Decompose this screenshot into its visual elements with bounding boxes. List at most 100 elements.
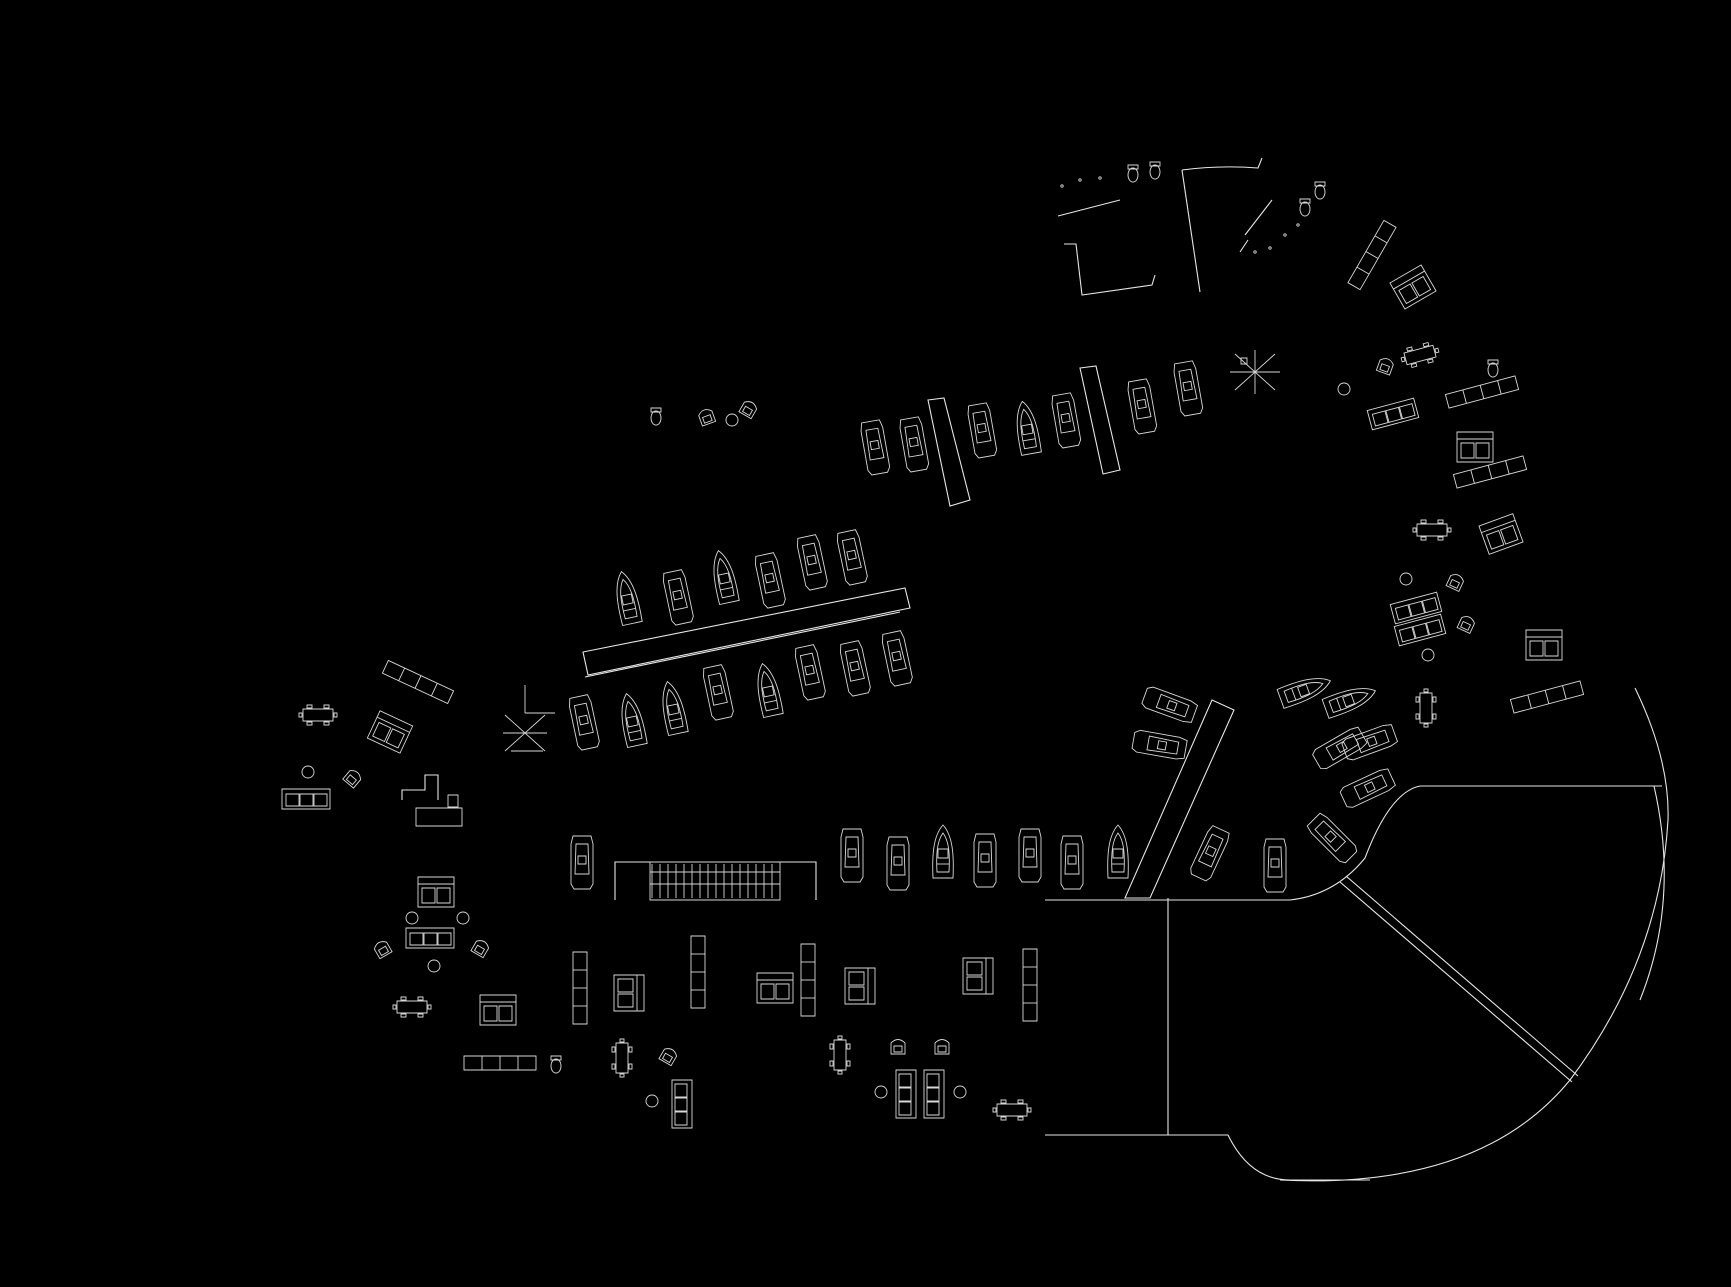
boat-icon [1276, 670, 1335, 710]
armchair-icon [613, 974, 645, 1012]
boat-icon [701, 663, 735, 722]
stool-icon [645, 1094, 659, 1108]
sofa-icon [366, 710, 414, 754]
boat-icon [880, 629, 914, 688]
sofa-icon [405, 927, 455, 949]
bench-icon [800, 943, 816, 1017]
chair-icon [697, 407, 717, 427]
chair-icon [1375, 356, 1395, 376]
service-counter [402, 775, 462, 826]
pier-east-diagonal [1125, 700, 1234, 898]
boat-icon [840, 828, 864, 883]
bench-icon [463, 1055, 537, 1071]
armchair-icon [1456, 431, 1494, 463]
boat-icon [793, 643, 827, 702]
sofa-icon [281, 788, 331, 810]
sofa-icon [1366, 397, 1420, 431]
bench-icon [690, 935, 706, 1009]
boat-icon [838, 639, 872, 698]
pier-upper-spurs [928, 366, 1120, 506]
table-set-icon [392, 996, 432, 1018]
boat-icon [707, 547, 740, 606]
crane-icon [1230, 350, 1280, 394]
sofa-icon [1389, 264, 1437, 310]
armchair-icon [844, 967, 876, 1005]
boat-icon [1126, 378, 1158, 435]
stool-icon [725, 413, 739, 427]
table-set-icon [829, 1035, 851, 1075]
toilet-icon [1149, 161, 1161, 180]
top-arc-building [1058, 158, 1299, 295]
boat-icon [1107, 824, 1129, 879]
boat-icon [1321, 680, 1380, 720]
boat-icon [1011, 399, 1043, 456]
boat-icon [898, 416, 930, 473]
chair-icon [738, 398, 759, 420]
stool-icon [953, 1085, 967, 1099]
bench-icon [1452, 455, 1528, 489]
boat-icon [973, 833, 997, 888]
armchair-icon [1478, 513, 1524, 555]
armchair-icon [479, 994, 517, 1026]
toilet-icon [1127, 164, 1139, 183]
boat-icon [1131, 729, 1188, 761]
table-set-icon [1398, 339, 1442, 371]
boat-icon [615, 690, 648, 749]
boat-icon [751, 660, 784, 719]
bench-icon [381, 659, 455, 705]
sofa-icon [1389, 591, 1443, 625]
boat-icon [1060, 835, 1084, 890]
boat-icon [1305, 811, 1360, 866]
boat-icon [859, 419, 891, 476]
boat-icon [570, 835, 594, 890]
chair-icon [890, 1039, 906, 1055]
boat-icon [656, 678, 689, 737]
chair-icon [934, 1039, 950, 1055]
furniture-layer [281, 161, 1585, 1129]
bench-icon [1509, 680, 1585, 714]
boat-icon [1338, 766, 1397, 810]
bench-icon [1022, 948, 1038, 1022]
stool-icon [405, 911, 419, 925]
armchair-icon [1525, 629, 1563, 661]
table-set-icon [1415, 688, 1437, 728]
stool-icon [301, 765, 315, 779]
boat-icon [1263, 838, 1287, 893]
table-set-icon [992, 1099, 1032, 1121]
boat-icon [932, 824, 954, 879]
bench-icon [572, 951, 588, 1025]
boat-icon [795, 533, 829, 592]
boat-icon [835, 528, 869, 587]
stool-icon [427, 959, 441, 973]
boat-icon [567, 693, 601, 752]
sofa-icon [895, 1069, 917, 1119]
quay-wall [1045, 688, 1668, 1181]
pier-lower-row-deck [585, 612, 900, 677]
chair-icon [342, 767, 364, 789]
table-set-icon [1412, 519, 1452, 541]
boat-icon [610, 568, 643, 627]
boat-ramp-stairs [615, 862, 816, 900]
stool-icon [1421, 648, 1435, 662]
stool-icon [456, 911, 470, 925]
chair-icon [1456, 613, 1477, 634]
boat-icon [1140, 684, 1199, 725]
table-set-icon [298, 704, 338, 726]
toilet-icon [1299, 198, 1311, 217]
boat-icon [753, 551, 787, 610]
toilet-icon [1487, 359, 1499, 378]
chair-icon [1445, 571, 1466, 592]
toilet-icon [650, 407, 662, 426]
stool-icon [874, 1085, 888, 1099]
chair-icon [470, 937, 491, 959]
boat-icon [1018, 828, 1042, 883]
boat-icon [966, 402, 998, 459]
boat-icon [1188, 824, 1232, 883]
bench-icon [1347, 219, 1397, 291]
bed-icon [756, 972, 794, 1004]
pier-diagonal-upper [583, 588, 910, 675]
toilet-icon [550, 1055, 562, 1074]
stool-icon [1399, 572, 1413, 586]
armchair-icon [417, 876, 455, 908]
